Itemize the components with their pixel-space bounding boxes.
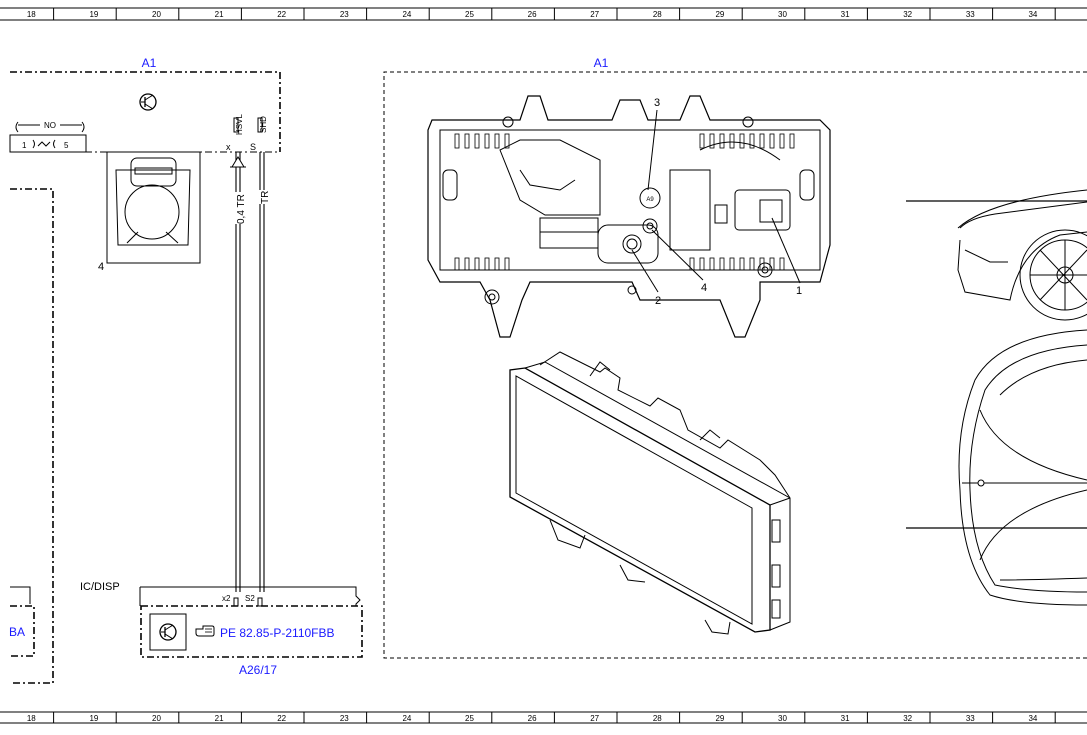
- ruler-number: 27: [590, 714, 599, 723]
- transistor-icon: [159, 623, 177, 641]
- pin-s-label: S: [250, 142, 256, 152]
- ruler-number: 25: [465, 10, 474, 19]
- callout-4: 4: [701, 282, 707, 294]
- switch-pin-5: 5: [64, 141, 69, 150]
- ruler-number: 18: [27, 714, 36, 723]
- top-ruler: 18 19 20 21 22 23 24 25 26 27 28 29 30 31 32 33 34: [0, 7, 1087, 21]
- module-a1-left-label: A1: [142, 56, 157, 70]
- switch-no: NO 1 5: [9, 121, 87, 153]
- switch-pin-1: 1: [22, 141, 27, 150]
- car-top-view: [906, 329, 1087, 606]
- pin-hsvl-label: HSVL: [235, 114, 244, 135]
- left-module-partial-label: BA: [9, 625, 25, 639]
- ruler-number: 26: [528, 714, 537, 723]
- ruler-number: 23: [340, 714, 349, 723]
- module-a26-17-label: A26/17: [239, 663, 277, 677]
- callouts: 3 2 4 1: [631, 97, 802, 307]
- pin-shd-label: SHD: [259, 116, 268, 133]
- ruler-number: 24: [402, 10, 411, 19]
- instrument-cluster-rear-view: A9: [427, 95, 831, 338]
- module-a1-right: A1: [383, 56, 1087, 659]
- bottom-ruler: 18 19 20 21 22 23 24 25 26 27 28 29 30 31 32 33 34: [0, 711, 1087, 724]
- ruler-number: 21: [215, 714, 224, 723]
- wiring: 0,4 TR TR: [230, 152, 271, 592]
- ruler-number: 19: [89, 714, 98, 723]
- ruler-number: 32: [903, 714, 912, 723]
- ruler-number: 28: [653, 714, 662, 723]
- module-a26-17: IC/DISP x2 S2 PE 82.85-P-2110FBB A26/17: [80, 581, 363, 677]
- car-front-view: [906, 189, 1087, 321]
- ruler-number: 34: [1028, 714, 1037, 723]
- ruler-number: 18: [27, 10, 36, 19]
- pointing-hand-icon: [195, 625, 215, 637]
- ruler-number: 23: [340, 10, 349, 19]
- ruler-number: 19: [89, 10, 98, 19]
- ruler-number: 26: [528, 10, 537, 19]
- callout-3: 3: [654, 97, 660, 109]
- ruler-number: 20: [152, 714, 161, 723]
- ruler-number: 22: [277, 714, 286, 723]
- component-4: 4: [98, 151, 201, 273]
- transistor-icon: [139, 93, 157, 111]
- pin-x-label: x: [226, 142, 231, 152]
- conn-s2-label: S2: [245, 594, 255, 603]
- component-4-label: 4: [98, 261, 104, 273]
- module-a1-left: A1 NO 1 5 HSVL SHD: [9, 56, 281, 273]
- ruler-number: 25: [465, 714, 474, 723]
- ruler-number: 24: [402, 714, 411, 723]
- bus-label: IC/DISP: [80, 581, 120, 593]
- wire-right-label: TR: [260, 191, 271, 204]
- ruler-number: 21: [215, 10, 224, 19]
- ruler-number: 29: [715, 714, 724, 723]
- conn-x2-label: x2: [222, 594, 231, 603]
- ruler-number: 33: [966, 714, 975, 723]
- ruler-number: 20: [152, 10, 161, 19]
- ruler-number: 34: [1028, 10, 1037, 19]
- reference-link-text[interactable]: PE 82.85-P-2110FBB: [220, 626, 335, 640]
- ruler-number: 32: [903, 10, 912, 19]
- a9-tag: A9: [646, 197, 654, 203]
- ruler-number: 27: [590, 10, 599, 19]
- ruler-number: 30: [778, 714, 787, 723]
- ruler-number: 33: [966, 10, 975, 19]
- ruler-number: 29: [715, 10, 724, 19]
- ruler-number: 30: [778, 10, 787, 19]
- instrument-cluster-3d-view: [509, 351, 791, 635]
- callout-1: 1: [796, 285, 802, 297]
- ruler-number: 31: [841, 714, 850, 723]
- ruler-number: 22: [277, 10, 286, 19]
- callout-2: 2: [655, 295, 661, 307]
- left-partial-module: BA: [9, 188, 54, 684]
- reference-link[interactable]: PE 82.85-P-2110FBB: [195, 625, 335, 640]
- ruler-number: 28: [653, 10, 662, 19]
- ruler-number: 31: [841, 10, 850, 19]
- switch-no-label: NO: [44, 121, 56, 130]
- pin-block: HSVL SHD x S: [226, 114, 268, 152]
- module-a1-right-label: A1: [594, 56, 609, 70]
- wire-left-label: 0,4 TR: [236, 194, 247, 224]
